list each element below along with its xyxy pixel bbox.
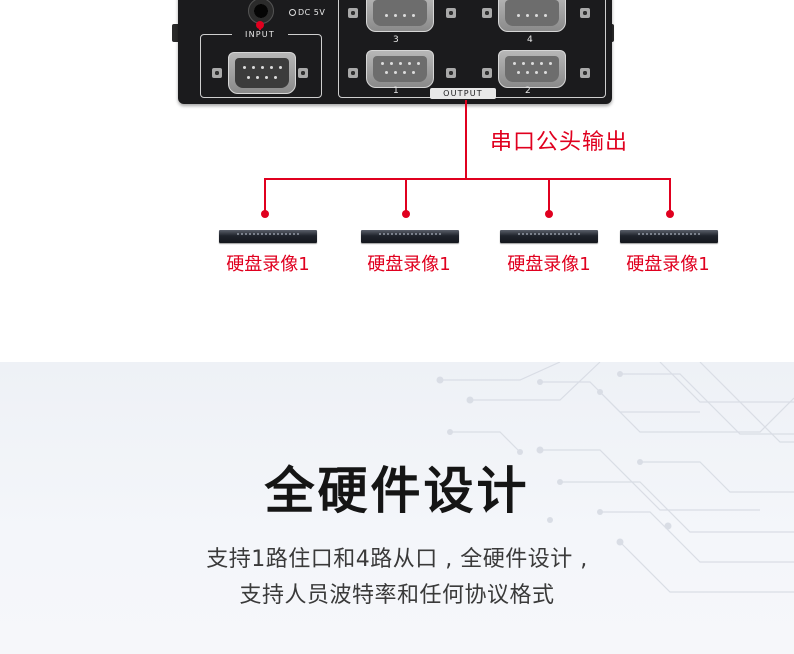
device-mount-left bbox=[172, 24, 182, 42]
branch-dot bbox=[666, 210, 674, 218]
dvr-label-1: 硬盘录像1 bbox=[226, 254, 310, 275]
dc-polarity-icon bbox=[289, 9, 296, 16]
port-number-2: 2 bbox=[525, 86, 531, 96]
branch-line bbox=[405, 178, 407, 214]
dvr-label-4: 硬盘录像1 bbox=[626, 254, 710, 275]
branch-line bbox=[669, 178, 671, 214]
hex-screw-icon bbox=[348, 68, 358, 78]
branch-dot bbox=[402, 210, 410, 218]
hex-screw-icon bbox=[446, 68, 456, 78]
dc-power-jack bbox=[248, 0, 274, 24]
output-port-3 bbox=[366, 0, 434, 32]
hex-screw-icon bbox=[580, 68, 590, 78]
dc-label: DC 5V bbox=[298, 8, 326, 17]
hex-screw-icon bbox=[580, 8, 590, 18]
circuit-pattern-decoration bbox=[436, 362, 794, 593]
output-port-4 bbox=[498, 0, 566, 32]
output-port-2 bbox=[498, 50, 566, 88]
power-connector-dot bbox=[256, 21, 264, 29]
output-port-1 bbox=[366, 50, 434, 88]
branch-dot bbox=[261, 210, 269, 218]
hex-screw-icon bbox=[446, 8, 456, 18]
branch-line bbox=[264, 178, 266, 214]
output-label: OUTPUT bbox=[430, 88, 496, 99]
dvr-device-3 bbox=[500, 230, 598, 243]
dvr-device-1 bbox=[219, 230, 317, 243]
output-caption: 串口公头输出 bbox=[490, 130, 629, 155]
hex-screw-icon bbox=[482, 68, 492, 78]
feature-section bbox=[0, 362, 794, 654]
dvr-device-2 bbox=[361, 230, 459, 243]
hex-screw-icon bbox=[298, 68, 308, 78]
port-number-3: 3 bbox=[393, 35, 399, 45]
input-db9-port bbox=[228, 52, 296, 94]
branch-line bbox=[548, 178, 550, 214]
bus-line bbox=[264, 178, 671, 180]
dvr-label-3: 硬盘录像1 bbox=[507, 254, 591, 275]
port-number-4: 4 bbox=[527, 35, 533, 45]
port-number-1: 1 bbox=[393, 86, 399, 96]
hex-screw-icon bbox=[348, 8, 358, 18]
trunk-line bbox=[465, 100, 467, 180]
feature-description-line-2: 支持人员波特率和任何协议格式 bbox=[239, 583, 555, 608]
branch-dot bbox=[545, 210, 553, 218]
hex-screw-icon bbox=[482, 8, 492, 18]
hex-screw-icon bbox=[212, 68, 222, 78]
dvr-device-4 bbox=[620, 230, 718, 243]
dvr-label-2: 硬盘录像1 bbox=[367, 254, 451, 275]
input-label: INPUT bbox=[232, 30, 288, 39]
feature-title: 全硬件设计 bbox=[264, 462, 530, 520]
feature-description-line-1: 支持1路住口和4路从口 , 全硬件设计 , bbox=[206, 547, 588, 572]
